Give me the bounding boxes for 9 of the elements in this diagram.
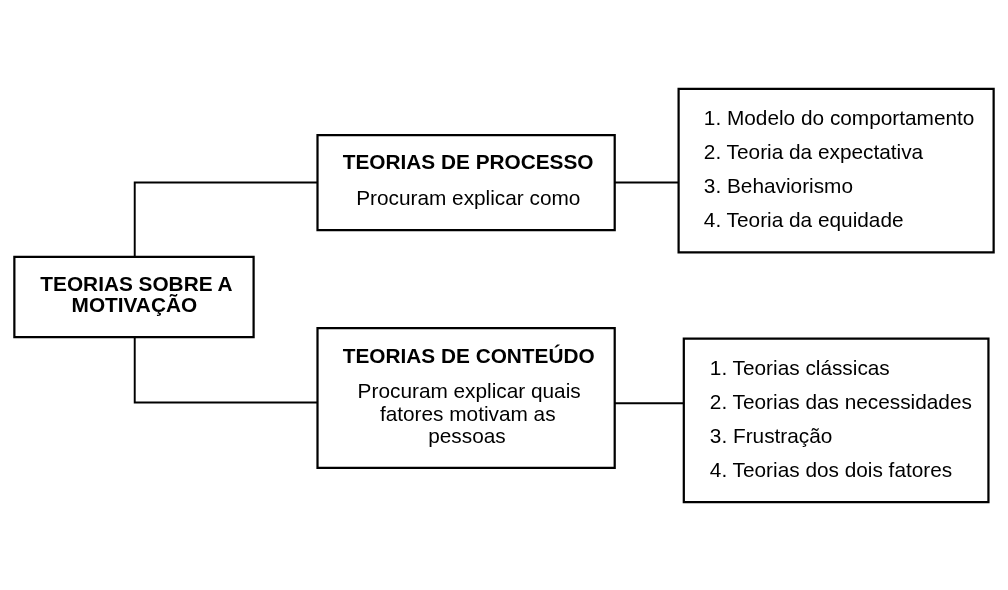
node-box: TEORIAS SOBRE A MOTIVAÇÃO xyxy=(13,255,255,338)
connector xyxy=(614,181,680,184)
node-box: 1. Teorias clássicas 2. Teorias das necessidades 3. Frustração 4. Teorias dos dois fatores xyxy=(682,336,990,503)
connector xyxy=(133,181,319,257)
connector xyxy=(614,401,685,404)
node-box: 1. Modelo do comportamento 2. Teoria da expectativa 3. Behaviorismo 4. Teoria da equidade xyxy=(677,87,995,254)
connector xyxy=(133,336,319,403)
node-box: TEORIAS DE CONTEÚDO Procuram explicar quais fatores motivam as pessoas xyxy=(316,326,616,469)
node-box: TEORIAS DE PROCESSO Procuram explicar como xyxy=(316,133,616,231)
